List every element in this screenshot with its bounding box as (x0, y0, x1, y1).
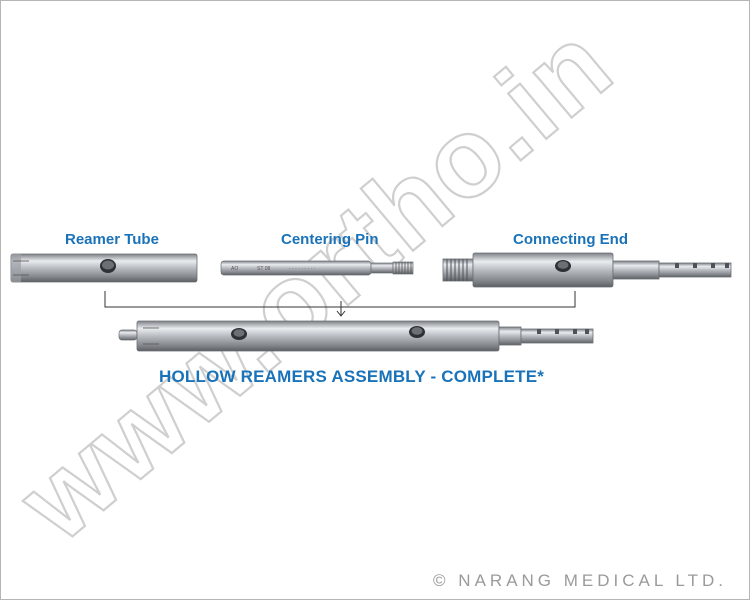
assembly-bracket (104, 291, 576, 317)
centering-pin-label: Centering Pin (281, 231, 379, 248)
svg-text:ST 08: ST 08 (257, 266, 270, 272)
assembly-title: HOLLOW REAMERS ASSEMBLY - COMPLETE* (159, 367, 545, 386)
complete-assembly-image (118, 320, 594, 352)
reamer-tube-label: Reamer Tube (65, 231, 159, 248)
centering-pin-image: AO ST 08 · · · · · · · · · (220, 260, 414, 276)
svg-text:· · · · · · · · ·: · · · · · · · · · (289, 266, 315, 272)
copyright-text: © NARANG MEDICAL LTD. (433, 571, 727, 590)
connecting-end-label: Connecting End (513, 231, 628, 248)
reamer-tube-image (10, 253, 198, 283)
svg-text:AO: AO (231, 266, 238, 272)
connecting-end-image (442, 252, 732, 288)
